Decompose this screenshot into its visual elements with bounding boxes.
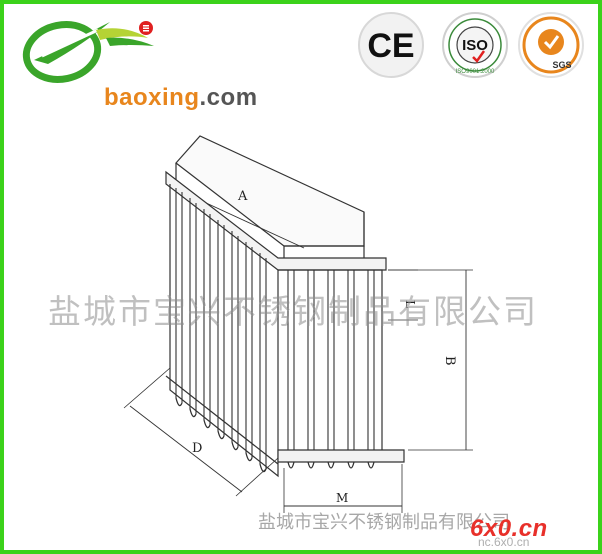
ce-label: CE	[367, 27, 414, 65]
sgs-label: SGS	[552, 60, 571, 70]
dim-label-a: A	[237, 189, 248, 204]
dim-label-d: D	[192, 441, 202, 456]
dim-label-l: L	[403, 300, 417, 308]
logo-text: baoxing.com	[104, 84, 258, 112]
iso-mark: ISO ISO9001:2000	[440, 10, 510, 80]
iso-label: ISO	[462, 37, 488, 54]
site-sub-watermark: nc.6x0.cn	[478, 535, 530, 549]
dim-label-b: B	[442, 356, 457, 366]
iso-sub-label: ISO9001:2000	[456, 69, 495, 75]
ce-mark: CE	[356, 10, 426, 80]
company-watermark-bottom: 盐城市宝兴不锈钢制品有限公司	[258, 512, 510, 533]
site-watermark: 6x0.cn	[470, 515, 548, 542]
sgs-mark: SGS	[516, 10, 586, 80]
baoxing-logo[interactable]: baoxing.com	[14, 16, 274, 111]
brand-name: baoxing	[104, 84, 200, 111]
company-watermark: 盐城市宝兴不锈钢制品有限公司	[48, 292, 538, 331]
heater-drawing: A	[118, 128, 518, 528]
logo-mark	[22, 21, 154, 83]
dim-label-m: M	[336, 491, 348, 505]
brand-suffix: .com	[199, 84, 258, 111]
